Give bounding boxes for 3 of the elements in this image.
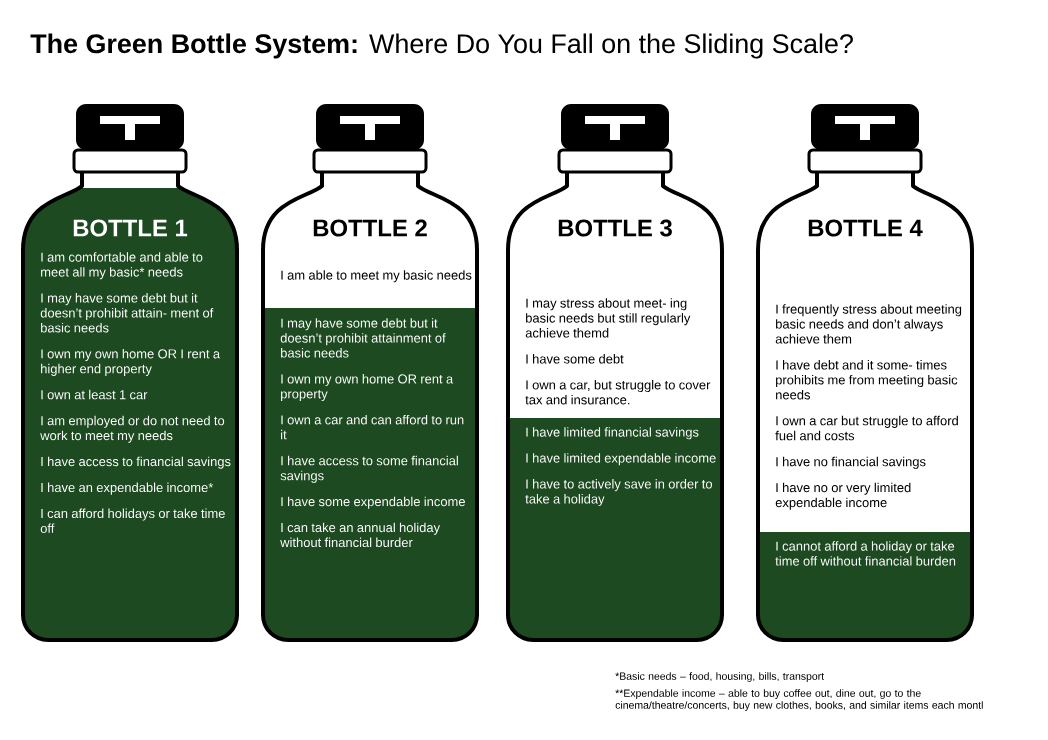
footnote: **Expendable income – able to buy coffee out, dine out, go to the cinema/theatre/concerts, buy new clothes, books, and similar items each montl: [615, 689, 983, 711]
title: The Green Bottle System: Where Do You Fall on the Sliding Scale?: [30, 33, 853, 59]
footnote: *Basic needs – food, housing, bills, transport: [615, 672, 824, 682]
